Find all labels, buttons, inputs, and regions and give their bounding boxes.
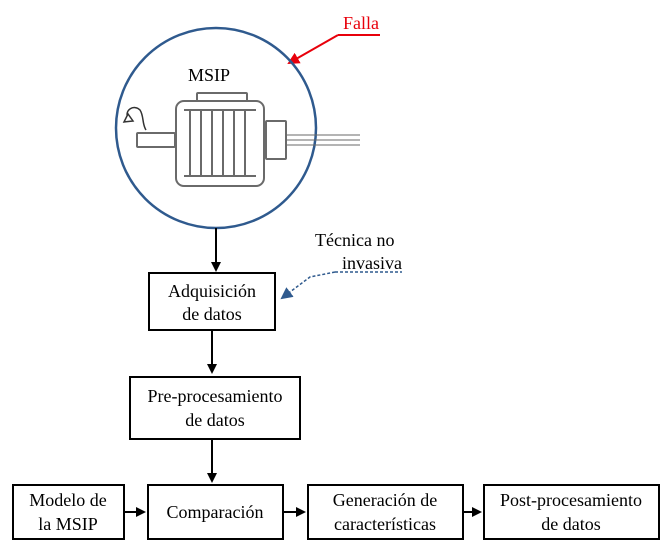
acquisition-box [148,272,276,331]
acquisition-label-line1: Adquisición [168,281,256,301]
rotation-arrow-icon [122,106,147,131]
postprocessing-label-line2: de datos [541,514,600,534]
motor-label: MSIP [188,65,230,85]
model-label-line1: Modelo de [29,490,106,510]
technique-label-line1: Técnica no [315,230,394,250]
preprocessing-label-line1: Pre-procesamiento [148,386,283,406]
features-label-line1: Generación de [333,490,437,510]
preprocessing-label-line2: de datos [185,410,244,430]
motor-icon [136,92,360,187]
features-box [307,484,464,540]
model-label-line2: la MSIP [38,514,98,534]
features-label-line2: características [334,514,436,534]
technique-arrow [280,271,336,300]
preprocessing-box [129,376,301,440]
technique-label-line2: invasiva [342,253,402,273]
postprocessing-box [483,484,660,540]
comparison-box [147,484,284,540]
fault-label: Falla [343,13,379,33]
fault-arrow [287,34,339,64]
postprocessing-label-line1: Post-procesamiento [500,490,642,510]
acquisition-label-line2: de datos [182,304,241,324]
comparison-label: Comparación [167,502,264,522]
